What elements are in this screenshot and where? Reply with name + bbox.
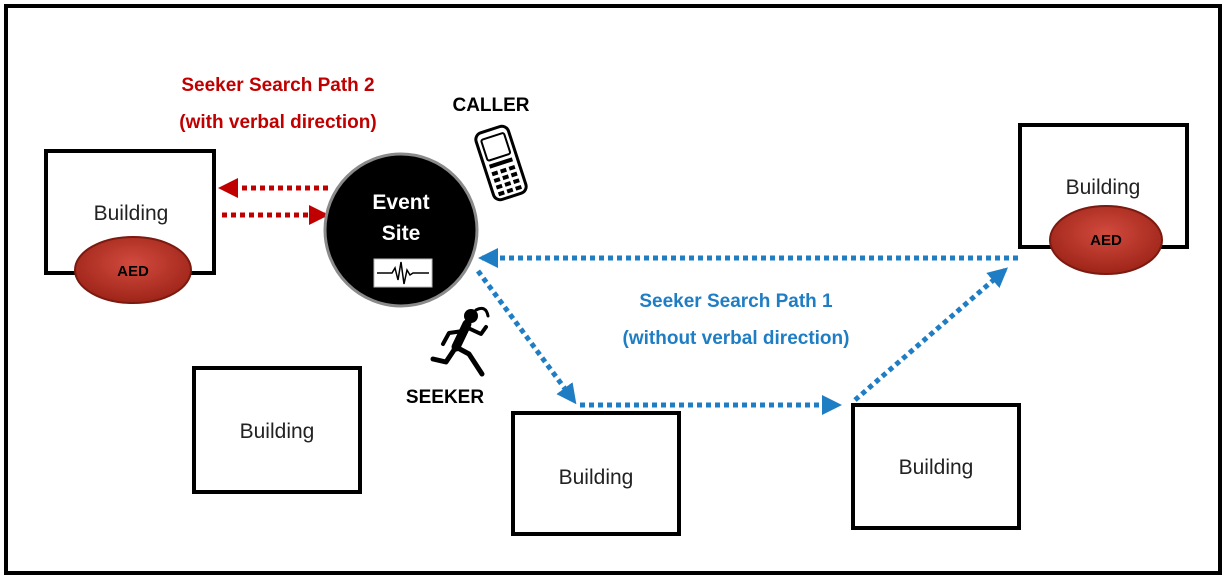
seeker-label: SEEKER: [406, 387, 484, 408]
aed-marker-left: AED: [74, 236, 192, 304]
event-site-label-line1: Event: [372, 191, 429, 214]
path-1-title: Seeker Search Path 1: [639, 291, 833, 312]
ecg-waveform-icon: [373, 258, 433, 288]
building-bottom-left: Building: [192, 366, 362, 494]
event-site: Event Site: [323, 152, 479, 308]
caller-label: CALLER: [452, 95, 529, 116]
building-label: Building: [559, 466, 634, 489]
search-path-1-arrows: [475, 248, 1018, 415]
building-label: Building: [240, 420, 315, 443]
building-label: Building: [899, 456, 974, 479]
building-bottom-middle: Building: [511, 411, 681, 536]
path-2-title: Seeker Search Path 2: [181, 75, 374, 96]
mobile-phone-icon: [474, 124, 528, 202]
aed-label: AED: [1090, 232, 1122, 249]
building-bottom-right: Building: [851, 403, 1021, 530]
building-label: Building: [94, 202, 169, 225]
running-person-icon: [430, 307, 490, 377]
search-path-2-arrows: [218, 178, 329, 225]
aed-label: AED: [117, 263, 149, 280]
path-1-subtitle: (without verbal direction): [623, 328, 850, 349]
path-2-subtitle: (with verbal direction): [179, 112, 376, 133]
building-label: Building: [1066, 176, 1141, 199]
aed-marker-right: AED: [1049, 205, 1163, 275]
event-site-label-line2: Site: [382, 222, 421, 245]
